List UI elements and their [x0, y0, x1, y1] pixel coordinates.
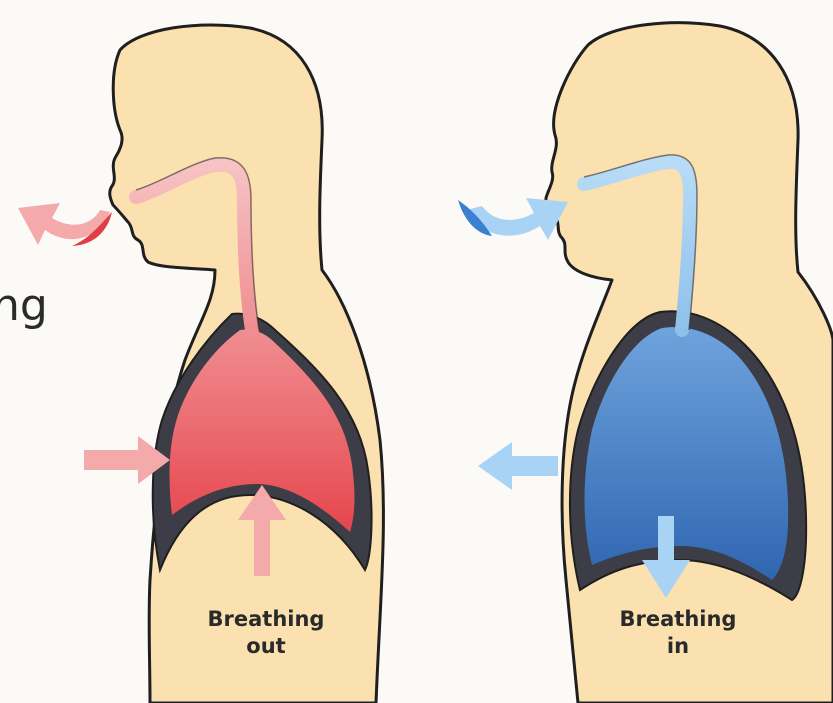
figure-breathing-out — [18, 25, 383, 703]
caption-in-line2: in — [588, 633, 768, 660]
partial-side-text: ng — [0, 284, 48, 328]
figure-breathing-in — [458, 23, 833, 703]
caption-breathing-in: Breathing in — [588, 606, 768, 660]
caption-out-line1: Breathing — [176, 606, 356, 633]
caption-out-line2: out — [176, 633, 356, 660]
chest-out-arrow — [478, 442, 558, 490]
caption-in-line1: Breathing — [588, 606, 768, 633]
caption-breathing-out: Breathing out — [176, 606, 356, 660]
inhale-arrow — [466, 198, 568, 240]
exhale-arrow — [18, 203, 110, 245]
